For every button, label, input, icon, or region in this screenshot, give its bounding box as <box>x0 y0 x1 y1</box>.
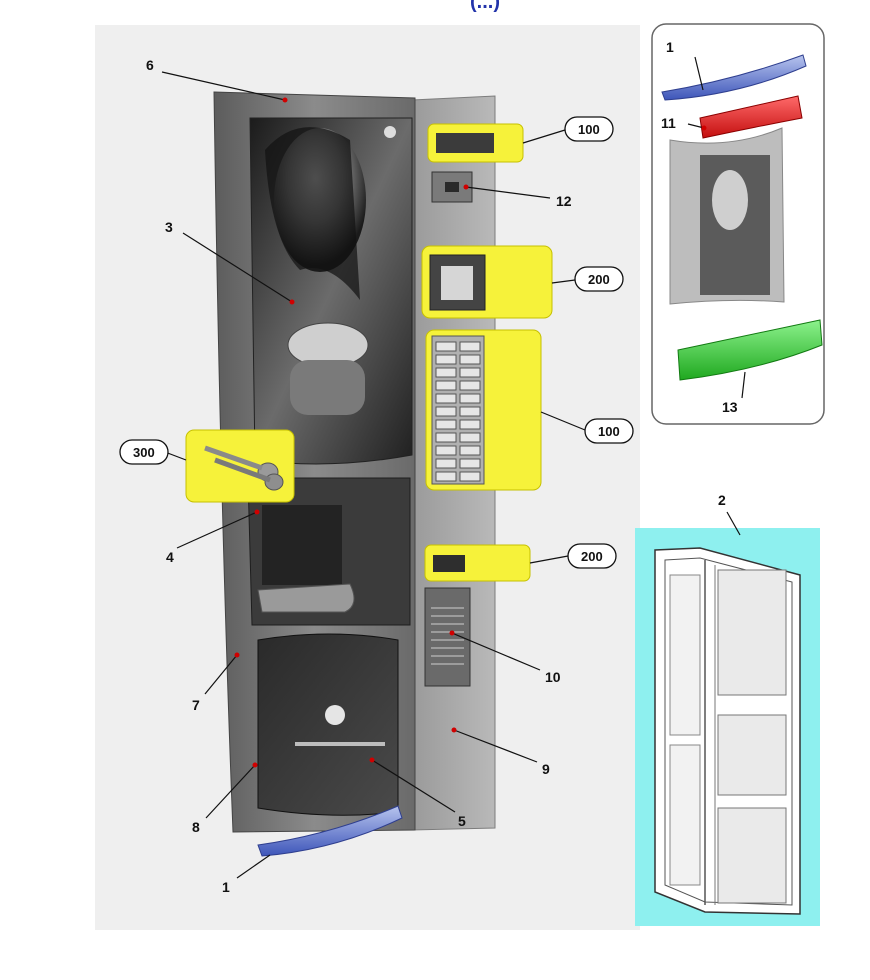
label-lower-left: 8 <box>192 819 200 835</box>
lower-panel <box>257 633 399 816</box>
label-lower-panel: 5 <box>458 813 466 829</box>
label-inset-green-part: 13 <box>722 399 738 415</box>
vending-machine <box>213 91 496 833</box>
svg-text:300: 300 <box>133 445 155 460</box>
keypad-key <box>459 458 481 469</box>
inset-blue-trim <box>661 54 807 101</box>
svg-text:100: 100 <box>598 424 620 439</box>
photo-hair <box>265 127 360 300</box>
frame-panel-mid <box>717 714 787 796</box>
circle-callout-display-top: 100 <box>564 116 614 142</box>
lower-panel-logo-icon <box>325 705 345 725</box>
frame-inner <box>664 557 793 906</box>
header-fragment: (...) <box>470 0 500 13</box>
label-door-top: 6 <box>146 57 154 73</box>
callout-change-return <box>424 544 531 582</box>
callout-keys <box>185 429 295 503</box>
keypad-key <box>459 341 481 352</box>
frame-panel-lower <box>717 807 787 904</box>
keypad-key <box>459 393 481 404</box>
label-info-plate: 10 <box>545 669 561 685</box>
cup-area-inner <box>262 505 342 585</box>
label-right-side: 9 <box>542 761 550 777</box>
label-bottom-trim: 1 <box>222 879 230 895</box>
callout-keypad <box>425 329 542 491</box>
leader-dots <box>234 97 707 768</box>
keypad-key <box>459 406 481 417</box>
circle-callout-change-return: 200 <box>567 543 617 569</box>
keypad-key <box>435 354 457 365</box>
circle-callout-keys: 300 <box>119 439 169 465</box>
keypad-key <box>459 419 481 430</box>
info-plate <box>424 587 471 687</box>
keypad-key <box>435 341 457 352</box>
circle-callout-keypad: 100 <box>584 418 634 444</box>
callout-display-top <box>427 123 524 163</box>
frame-panel-upper <box>717 569 787 696</box>
inset-green-part <box>677 319 823 381</box>
svg-text:200: 200 <box>588 272 610 287</box>
keypad-key <box>435 393 457 404</box>
drip-tray <box>257 583 355 613</box>
label-inset-red-part: 11 <box>661 115 676 131</box>
keypad-key <box>435 458 457 469</box>
keypad-key <box>459 432 481 443</box>
label-door-side-left: 7 <box>192 697 200 713</box>
photo-hand <box>290 360 365 415</box>
keypad-key <box>459 471 481 482</box>
circle-callout-coin-mech: 200 <box>574 266 624 292</box>
keypad-key <box>435 432 457 443</box>
coin-slot-hole <box>445 182 459 192</box>
callout-coin-mech <box>421 245 553 319</box>
label-coin-slot: 12 <box>556 193 572 209</box>
frame-panel-left-lower <box>669 744 701 886</box>
keypad-key <box>459 354 481 365</box>
bottom-blue-trim <box>257 805 403 857</box>
keypad-key <box>435 380 457 391</box>
frame-panel-left <box>669 574 701 736</box>
door-logo-icon <box>384 126 396 138</box>
keypad-key <box>459 445 481 456</box>
leader-lines <box>161 56 746 879</box>
keypad-key <box>435 445 457 456</box>
inset-red-part <box>699 95 803 139</box>
keypad-key <box>459 367 481 378</box>
keypad-key <box>435 367 457 378</box>
inset-photo-face <box>712 170 748 230</box>
lower-panel-url <box>295 742 385 746</box>
label-cup-area: 4 <box>166 549 174 565</box>
label-inset-top-trim: 1 <box>666 39 674 55</box>
keypad-key <box>435 406 457 417</box>
keypad-key <box>459 380 481 391</box>
keypad-key <box>435 471 457 482</box>
info-plate-lines <box>431 607 464 665</box>
label-frame: 2 <box>718 492 726 508</box>
svg-text:200: 200 <box>581 549 603 564</box>
keypad-key <box>435 419 457 430</box>
svg-text:100: 100 <box>578 122 600 137</box>
label-cup-holder-item: 3 <box>165 219 173 235</box>
